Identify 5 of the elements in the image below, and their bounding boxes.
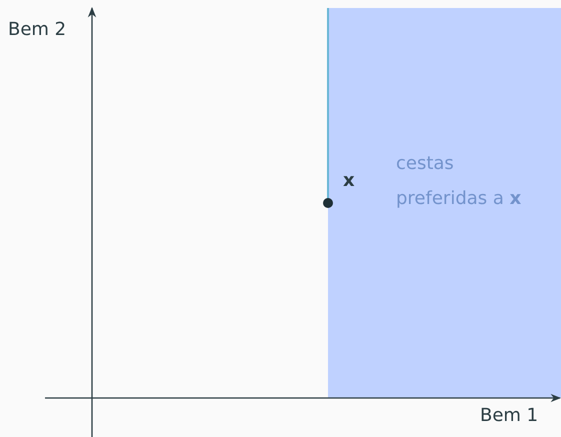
shaded-region: [328, 8, 561, 398]
axis-label: Bem 2: [8, 19, 66, 40]
point-label: x: [343, 170, 355, 191]
region-label: cestas preferidas a x: [396, 152, 522, 211]
axis-label: Bem 1: [480, 405, 538, 426]
